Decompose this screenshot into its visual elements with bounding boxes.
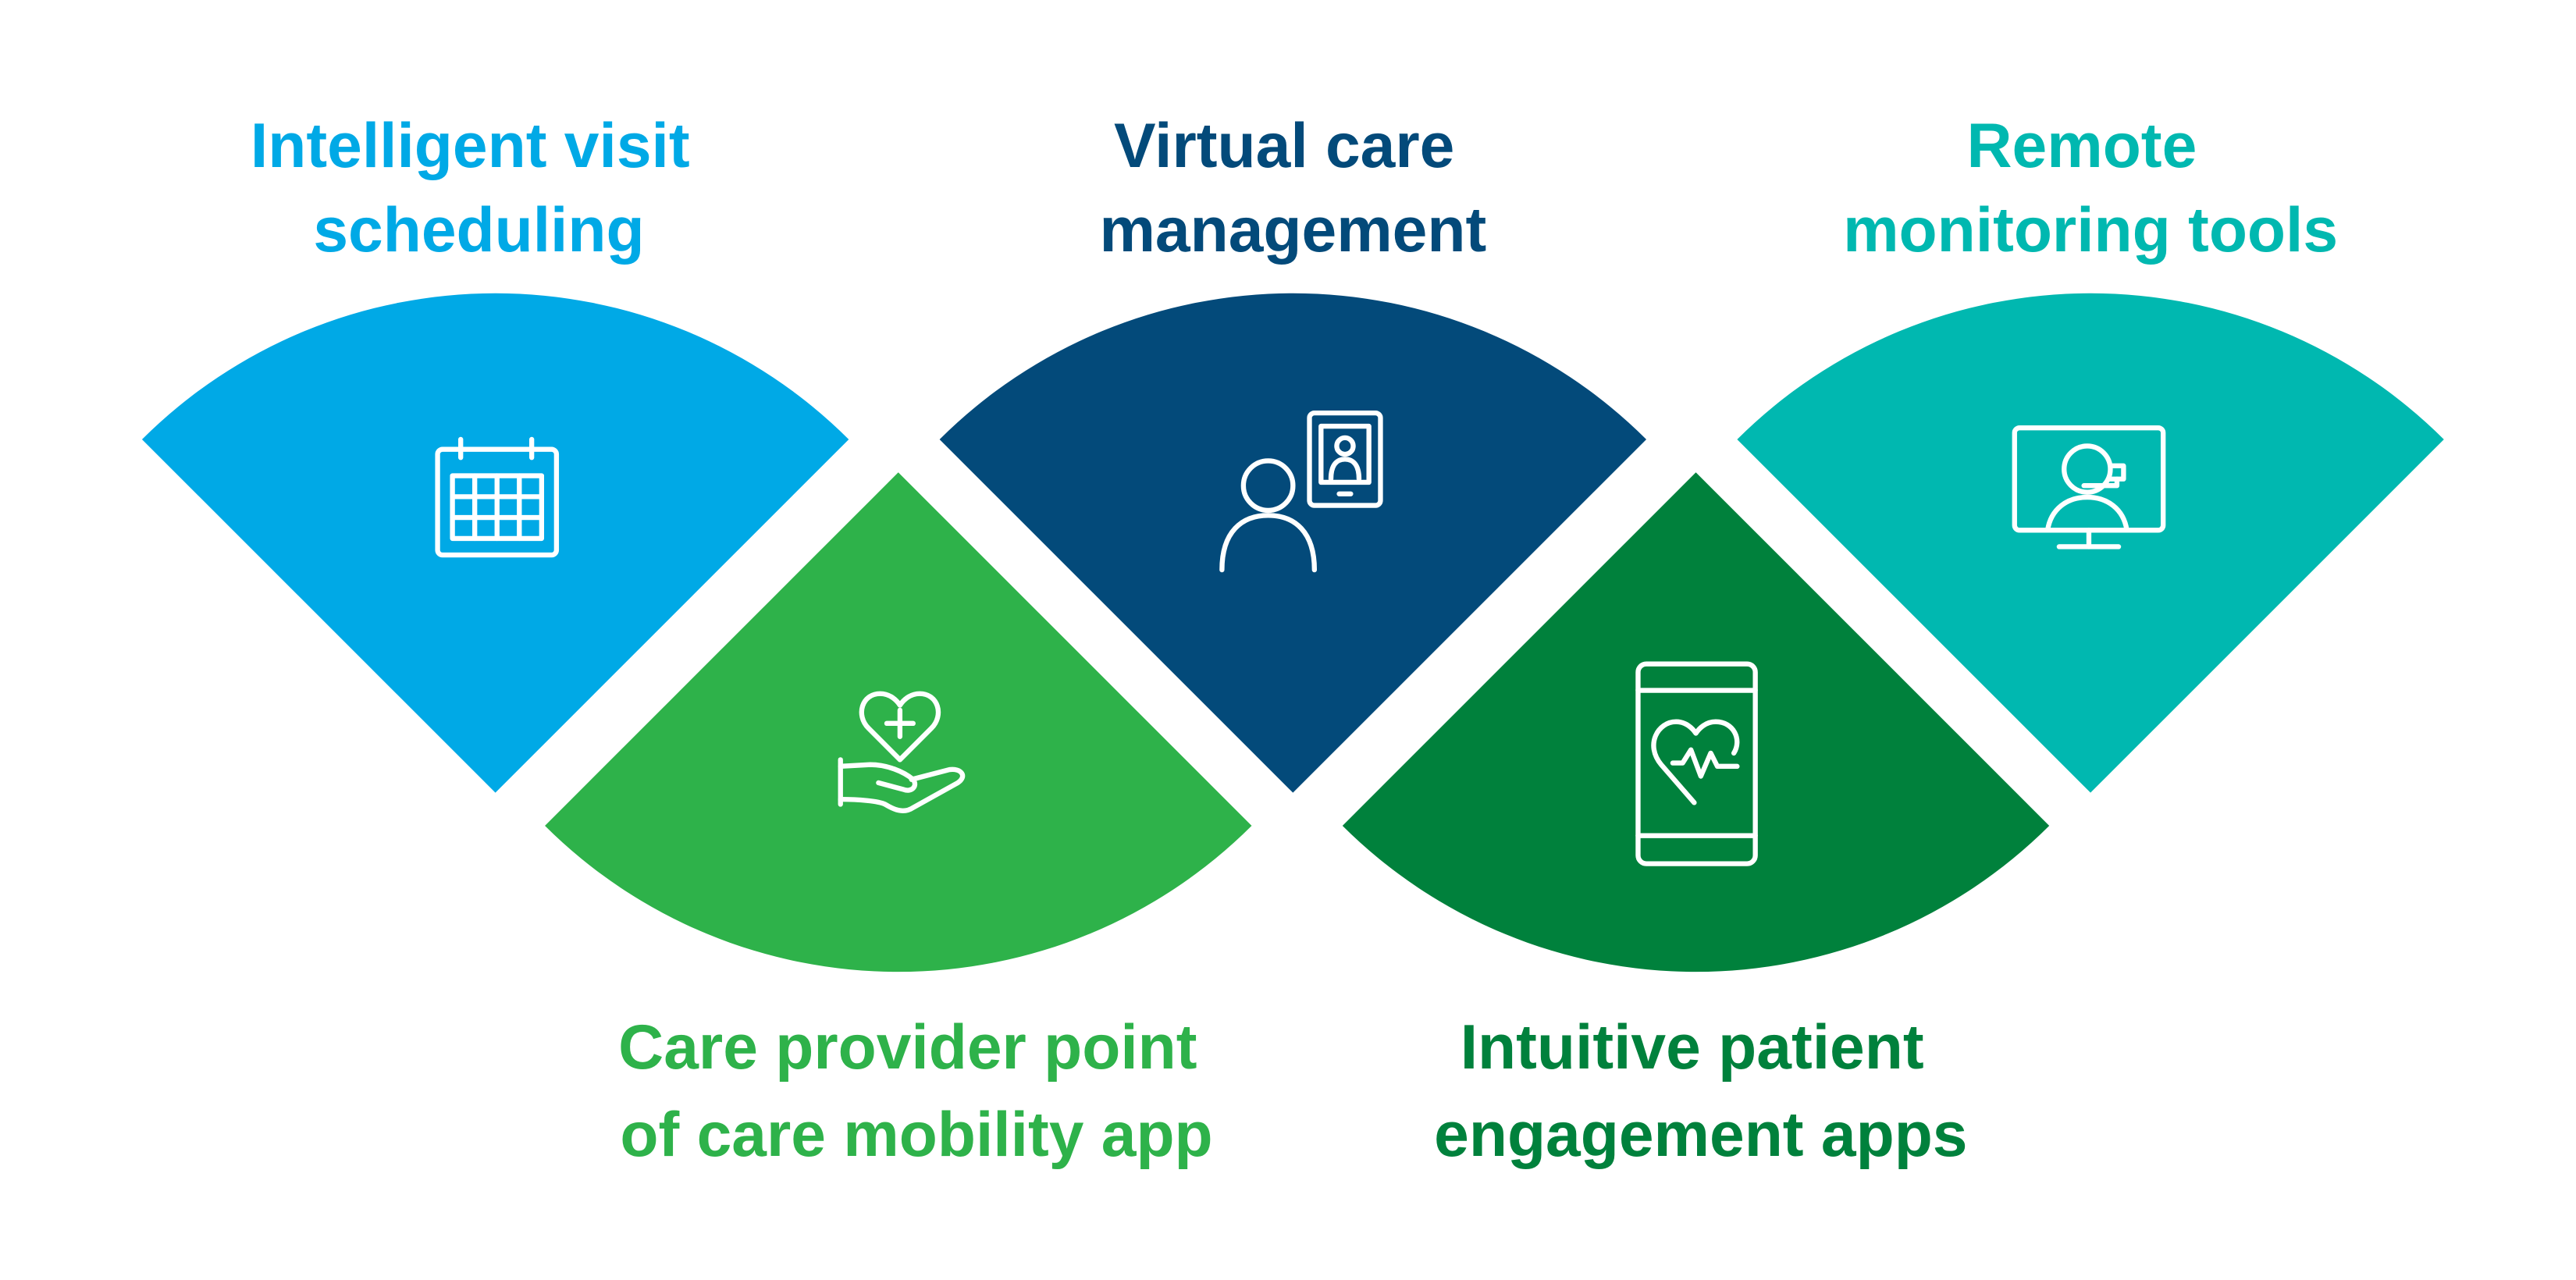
sector-virtual-care-management — [939, 293, 1647, 793]
title-line: monitoring tools — [1843, 195, 2338, 265]
title-line: of care mobility app — [620, 1100, 1212, 1170]
title-line: Intuitive patient — [1461, 1012, 1924, 1083]
title-care-provider-app: Care provider point of care mobility app — [618, 1012, 1215, 1170]
title-line: Virtual care — [1114, 111, 1454, 181]
title-line: scheduling — [313, 195, 644, 265]
title-line: engagement apps — [1434, 1100, 1967, 1170]
title-line: management — [1099, 195, 1486, 265]
title-remote-monitoring-tools: Remote monitoring tools — [1843, 111, 2338, 265]
title-line: Intelligent visit — [251, 111, 690, 181]
title-intelligent-visit-scheduling: Intelligent visit scheduling — [251, 111, 707, 265]
phone-heartbeat-icon — [1635, 661, 1758, 866]
sector-intelligent-visit-scheduling — [141, 293, 849, 793]
title-line: Remote — [1967, 111, 2197, 181]
title-patient-engagement-apps: Intuitive patient engagement apps — [1434, 1012, 1967, 1170]
calendar-icon — [435, 436, 560, 558]
title-line: Care provider point — [618, 1012, 1197, 1083]
person-tablet-icon — [1219, 410, 1383, 573]
heart-in-hand-icon — [838, 691, 966, 813]
monitor-agent-icon — [2012, 425, 2166, 549]
title-virtual-care-management: Virtual care management — [1099, 111, 1486, 265]
sector-patient-engagement-apps — [1342, 472, 2050, 972]
